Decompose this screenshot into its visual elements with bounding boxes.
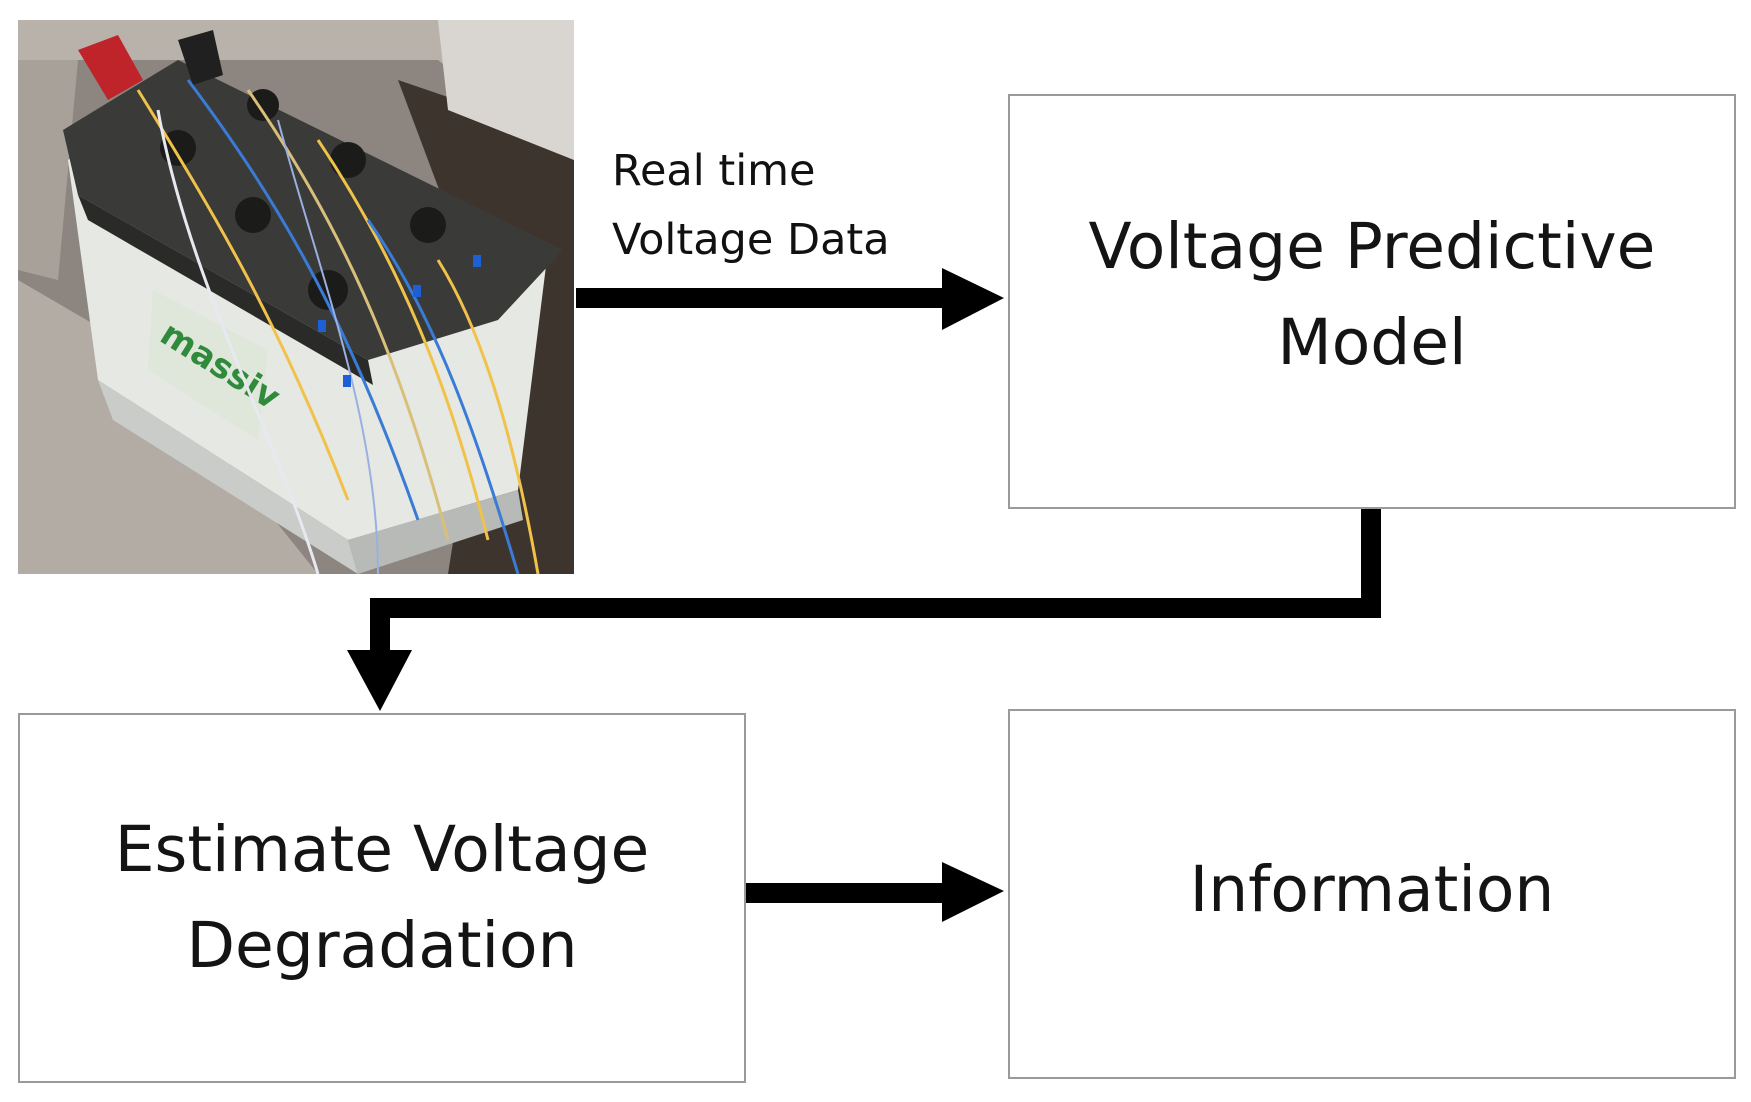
arrow-photo-to-model bbox=[576, 268, 1004, 330]
arrow-estimate-to-information bbox=[746, 862, 1004, 922]
node-estimate-voltage-degradation: Estimate Voltage Degradation bbox=[18, 713, 746, 1083]
node-model-label: Voltage Predictive Model bbox=[1088, 209, 1656, 379]
node-estimate-label: Estimate Voltage Degradation bbox=[114, 813, 650, 982]
battery-photo: massiv bbox=[18, 20, 574, 574]
edge-label-voltage-data: Real time Voltage Data bbox=[612, 146, 890, 265]
battery-illustration: massiv bbox=[18, 20, 574, 574]
node-voltage-predictive-model: Voltage Predictive Model bbox=[1008, 94, 1736, 509]
node-information-label: Information bbox=[1189, 853, 1555, 926]
node-information: Information bbox=[1008, 709, 1736, 1079]
